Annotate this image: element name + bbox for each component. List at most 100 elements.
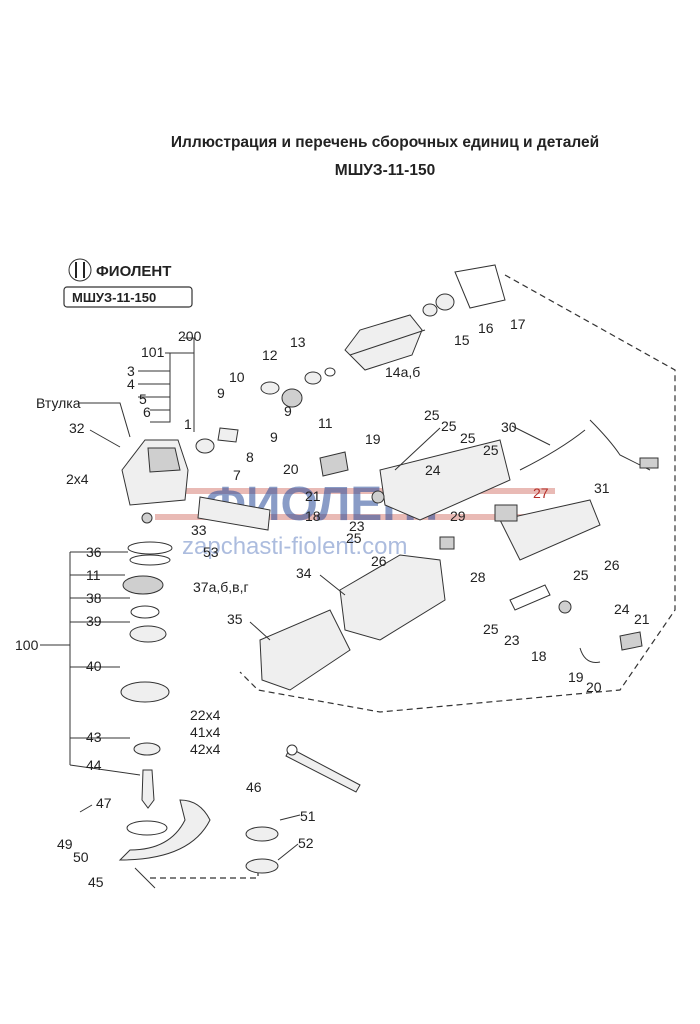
label-53: 53 xyxy=(203,544,219,560)
brush-holder-28 xyxy=(439,536,455,550)
label-101: 101 xyxy=(141,344,165,360)
label-11-upper: 11 xyxy=(318,415,333,431)
ring-38 xyxy=(130,605,160,619)
nut-52 xyxy=(245,858,279,874)
bearing-15 xyxy=(422,303,438,317)
leader-32 xyxy=(89,429,121,448)
label-vtulka: Втулка xyxy=(36,395,81,411)
label-45: 45 xyxy=(88,874,104,890)
label-3: 3 xyxy=(127,363,135,379)
guard-bracket xyxy=(150,872,259,879)
gear-housing-face xyxy=(147,447,181,473)
label-20b: 20 xyxy=(586,679,602,695)
logo-emblem-icon xyxy=(68,258,92,282)
label-13: 13 xyxy=(290,334,306,350)
label-9a: 9 xyxy=(217,385,225,401)
leader-vtulka xyxy=(78,402,131,438)
label-27: 27 xyxy=(533,485,549,501)
label-36: 36 xyxy=(86,544,102,560)
leader-47 xyxy=(79,804,93,813)
brush-27 xyxy=(494,504,518,522)
label-21a: 21 xyxy=(305,488,321,504)
label-16: 16 xyxy=(478,320,494,336)
label-26b: 26 xyxy=(604,557,620,573)
bearing-7 xyxy=(195,438,215,454)
ring-12 xyxy=(304,371,322,385)
label-40: 40 xyxy=(86,658,102,674)
label-23a: 23 xyxy=(349,518,365,534)
label-14: 14а,б xyxy=(385,364,420,380)
part-labels: 200 101 3 4 5 6 1 Втулка 32 2х4 10 9 9 9… xyxy=(15,316,650,890)
armature-14 xyxy=(344,314,423,371)
label-25b: 25 xyxy=(424,407,440,423)
spindle-end xyxy=(141,512,153,524)
leader-52 xyxy=(277,843,299,861)
brand-name: ФИОЛЕНТ xyxy=(96,263,171,280)
label-35: 35 xyxy=(227,611,243,627)
label-21b: 21 xyxy=(634,611,650,627)
flange-51 xyxy=(245,826,279,842)
label-19a: 19 xyxy=(365,431,381,447)
label-31: 31 xyxy=(594,480,610,496)
label-24b: 24 xyxy=(614,601,630,617)
label-25c: 25 xyxy=(441,418,457,434)
gear-head-group xyxy=(118,367,361,874)
leader-101-rail xyxy=(150,353,171,423)
switch-19 xyxy=(319,451,349,477)
label-1: 1 xyxy=(184,416,192,432)
label-18b: 18 xyxy=(531,648,547,664)
model-title: МШУЗ-11-150 xyxy=(334,162,436,179)
label-47: 47 xyxy=(96,795,112,811)
label-25a: 25 xyxy=(346,530,362,546)
label-15: 15 xyxy=(454,332,470,348)
label-44: 44 xyxy=(86,757,102,773)
leader-200 xyxy=(183,337,195,432)
label-100: 100 xyxy=(15,637,39,653)
label-10: 10 xyxy=(229,369,245,385)
label-25f: 25 xyxy=(573,567,589,583)
bearing-10 xyxy=(260,381,280,395)
gear-11 xyxy=(122,575,164,595)
label-30: 30 xyxy=(501,419,517,435)
cable-31 xyxy=(589,419,651,471)
label-2x4: 2х4 xyxy=(66,471,89,487)
guard-clamp xyxy=(126,820,168,836)
label-9c: 9 xyxy=(270,429,278,445)
ring-13 xyxy=(324,367,336,377)
leader-14-axis xyxy=(349,329,426,356)
stator-34 xyxy=(339,554,446,641)
leader-lines xyxy=(40,329,551,889)
ring-16 xyxy=(435,293,455,311)
label-41: 41х4 xyxy=(190,724,221,740)
assembly-boundary xyxy=(239,274,676,713)
watermark-band xyxy=(155,488,555,494)
handle-33 xyxy=(197,496,271,531)
label-49: 49 xyxy=(57,836,73,852)
label-26a: 26 xyxy=(371,553,387,569)
leader-45 xyxy=(134,867,156,889)
plug-31 xyxy=(639,457,659,469)
leader-25 xyxy=(394,427,441,471)
ring-53 xyxy=(129,554,171,566)
label-23b: 23 xyxy=(504,632,520,648)
handle-26-lower xyxy=(499,499,601,561)
motor-group xyxy=(259,264,659,691)
label-43: 43 xyxy=(86,729,102,745)
label-6: 6 xyxy=(143,404,151,420)
housing-26-top xyxy=(379,439,511,521)
label-17: 17 xyxy=(510,316,526,332)
label-11-lower: 11 xyxy=(86,567,101,583)
label-20a: 20 xyxy=(283,461,299,477)
wrench-46 xyxy=(285,747,361,793)
housing-35 xyxy=(259,609,351,691)
label-52: 52 xyxy=(298,835,314,851)
label-7: 7 xyxy=(233,467,241,483)
leader-34 xyxy=(319,574,346,596)
label-46: 46 xyxy=(246,779,262,795)
label-8: 8 xyxy=(246,449,254,465)
watermark-site: zapchasti-fiolent.com xyxy=(182,533,407,560)
cable-30 xyxy=(519,429,586,471)
bearing-39 xyxy=(129,625,167,643)
washer-43 xyxy=(133,742,161,756)
